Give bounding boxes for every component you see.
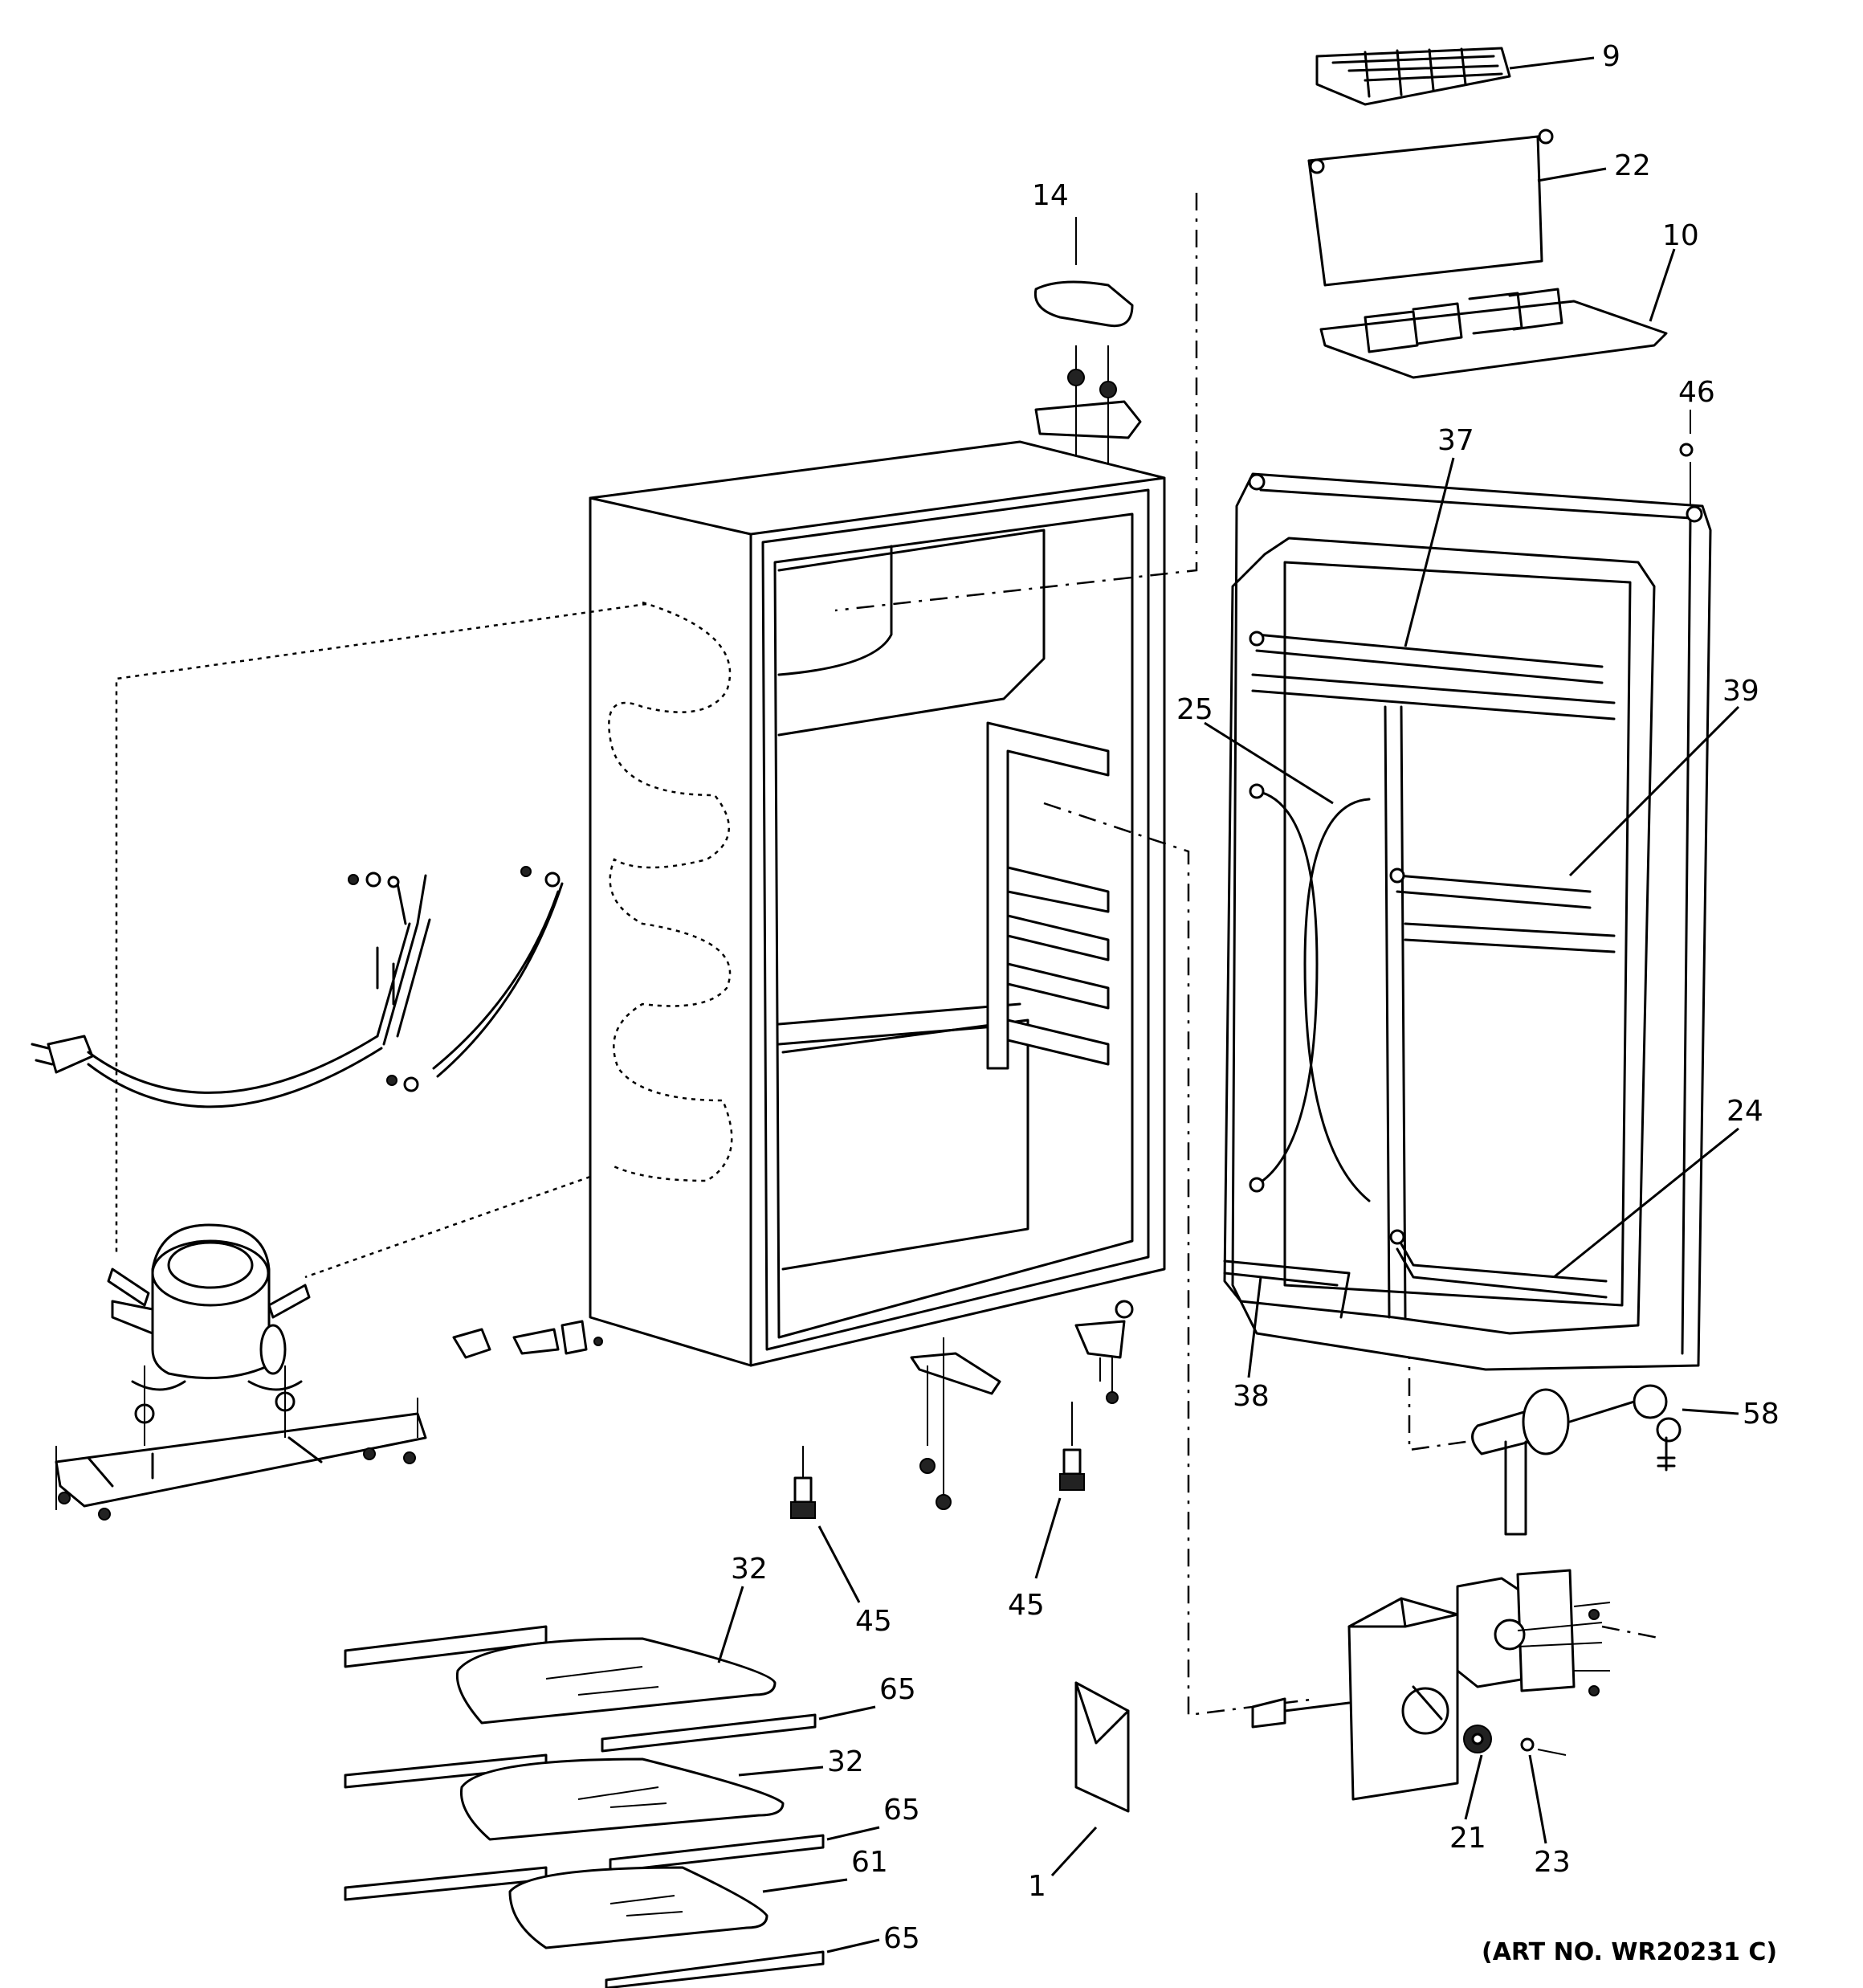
leader-10 [1649,248,1676,322]
door-assembly [1223,443,1712,1371]
thermostat-control [1456,1569,1663,1696]
top-hinge [1034,345,1142,474]
dash-guide-handle [1408,1341,1494,1451]
ice-tray [1315,47,1511,106]
base-plate [55,1365,427,1521]
leveling-leg-right [1059,1402,1085,1491]
leader-9 [1509,56,1595,70]
leader-45-right [1034,1497,1062,1579]
power-cord [31,866,564,1108]
shelf-middle [459,1757,785,1841]
label-32-upper: 32 [731,1553,768,1586]
leader-32-upper [717,1586,744,1663]
label-24: 24 [1726,1095,1763,1128]
label-65-lower: 65 [883,1922,920,1955]
hinge-cover [1033,280,1134,328]
label-37: 37 [1437,424,1474,457]
dotted-guide-compressor [115,602,647,1253]
label-9: 9 [1602,40,1620,73]
leader-65-middle [826,1826,880,1841]
leader-21 [1464,1754,1483,1820]
leader-58 [1682,1408,1739,1415]
label-65-upper: 65 [879,1673,916,1706]
label-21: 21 [1449,1822,1486,1855]
shelf-rail-middle-right [609,1834,825,1873]
leader-24 [1553,1127,1739,1279]
label-25: 25 [1176,693,1213,726]
label-45-right: 45 [1008,1589,1045,1622]
cabinet [589,440,1166,1367]
leader-37 [1404,457,1455,647]
leader-32-middle [738,1766,824,1777]
label-1: 1 [1028,1870,1046,1903]
label-61: 61 [851,1846,888,1879]
label-38: 38 [1233,1380,1270,1413]
leader-65-lower [826,1938,880,1953]
leader-65-upper [818,1705,876,1721]
compressor [107,1223,311,1391]
freezer-door [1307,129,1554,287]
leader-23 [1528,1754,1547,1844]
leader-1 [1050,1826,1098,1877]
label-23: 23 [1534,1846,1571,1879]
leveling-leg-left [790,1446,816,1519]
label-14: 14 [1032,179,1069,212]
dotted-guide-coil [304,1175,591,1279]
label-32-middle: 32 [827,1745,864,1778]
start-relay-parts [452,1320,603,1359]
leader-61 [762,1878,848,1893]
label-58: 58 [1743,1398,1779,1431]
label-45-left: 45 [855,1605,892,1638]
dash-guide-freezer [834,193,1198,612]
label-22: 22 [1614,149,1651,182]
condenser-coil-outline [608,601,733,1182]
label-10: 10 [1662,219,1699,252]
shelf-upper [455,1637,777,1725]
bottom-hinge [910,1300,1134,1510]
literature-packet [1074,1681,1130,1813]
drip-tray [1319,288,1668,379]
shelf-lower [508,1866,768,1949]
thermostat-housing [1251,1597,1459,1801]
leader-38 [1247,1276,1262,1378]
art-number: (ART NO. WR20231 C) [1482,1938,1777,1966]
leader-45-left [817,1525,861,1603]
label-65-middle: 65 [883,1794,920,1827]
leader-25 [1204,721,1334,805]
leader-22 [1537,167,1607,182]
label-46: 46 [1678,376,1715,409]
handle-lock [1471,1384,1682,1536]
shelf-rail-lower-right [605,1950,825,1988]
shelf-rail-upper-right [601,1713,817,1753]
leader-39 [1568,705,1740,877]
label-39: 39 [1722,675,1759,708]
knob-insert [1520,1737,1535,1752]
